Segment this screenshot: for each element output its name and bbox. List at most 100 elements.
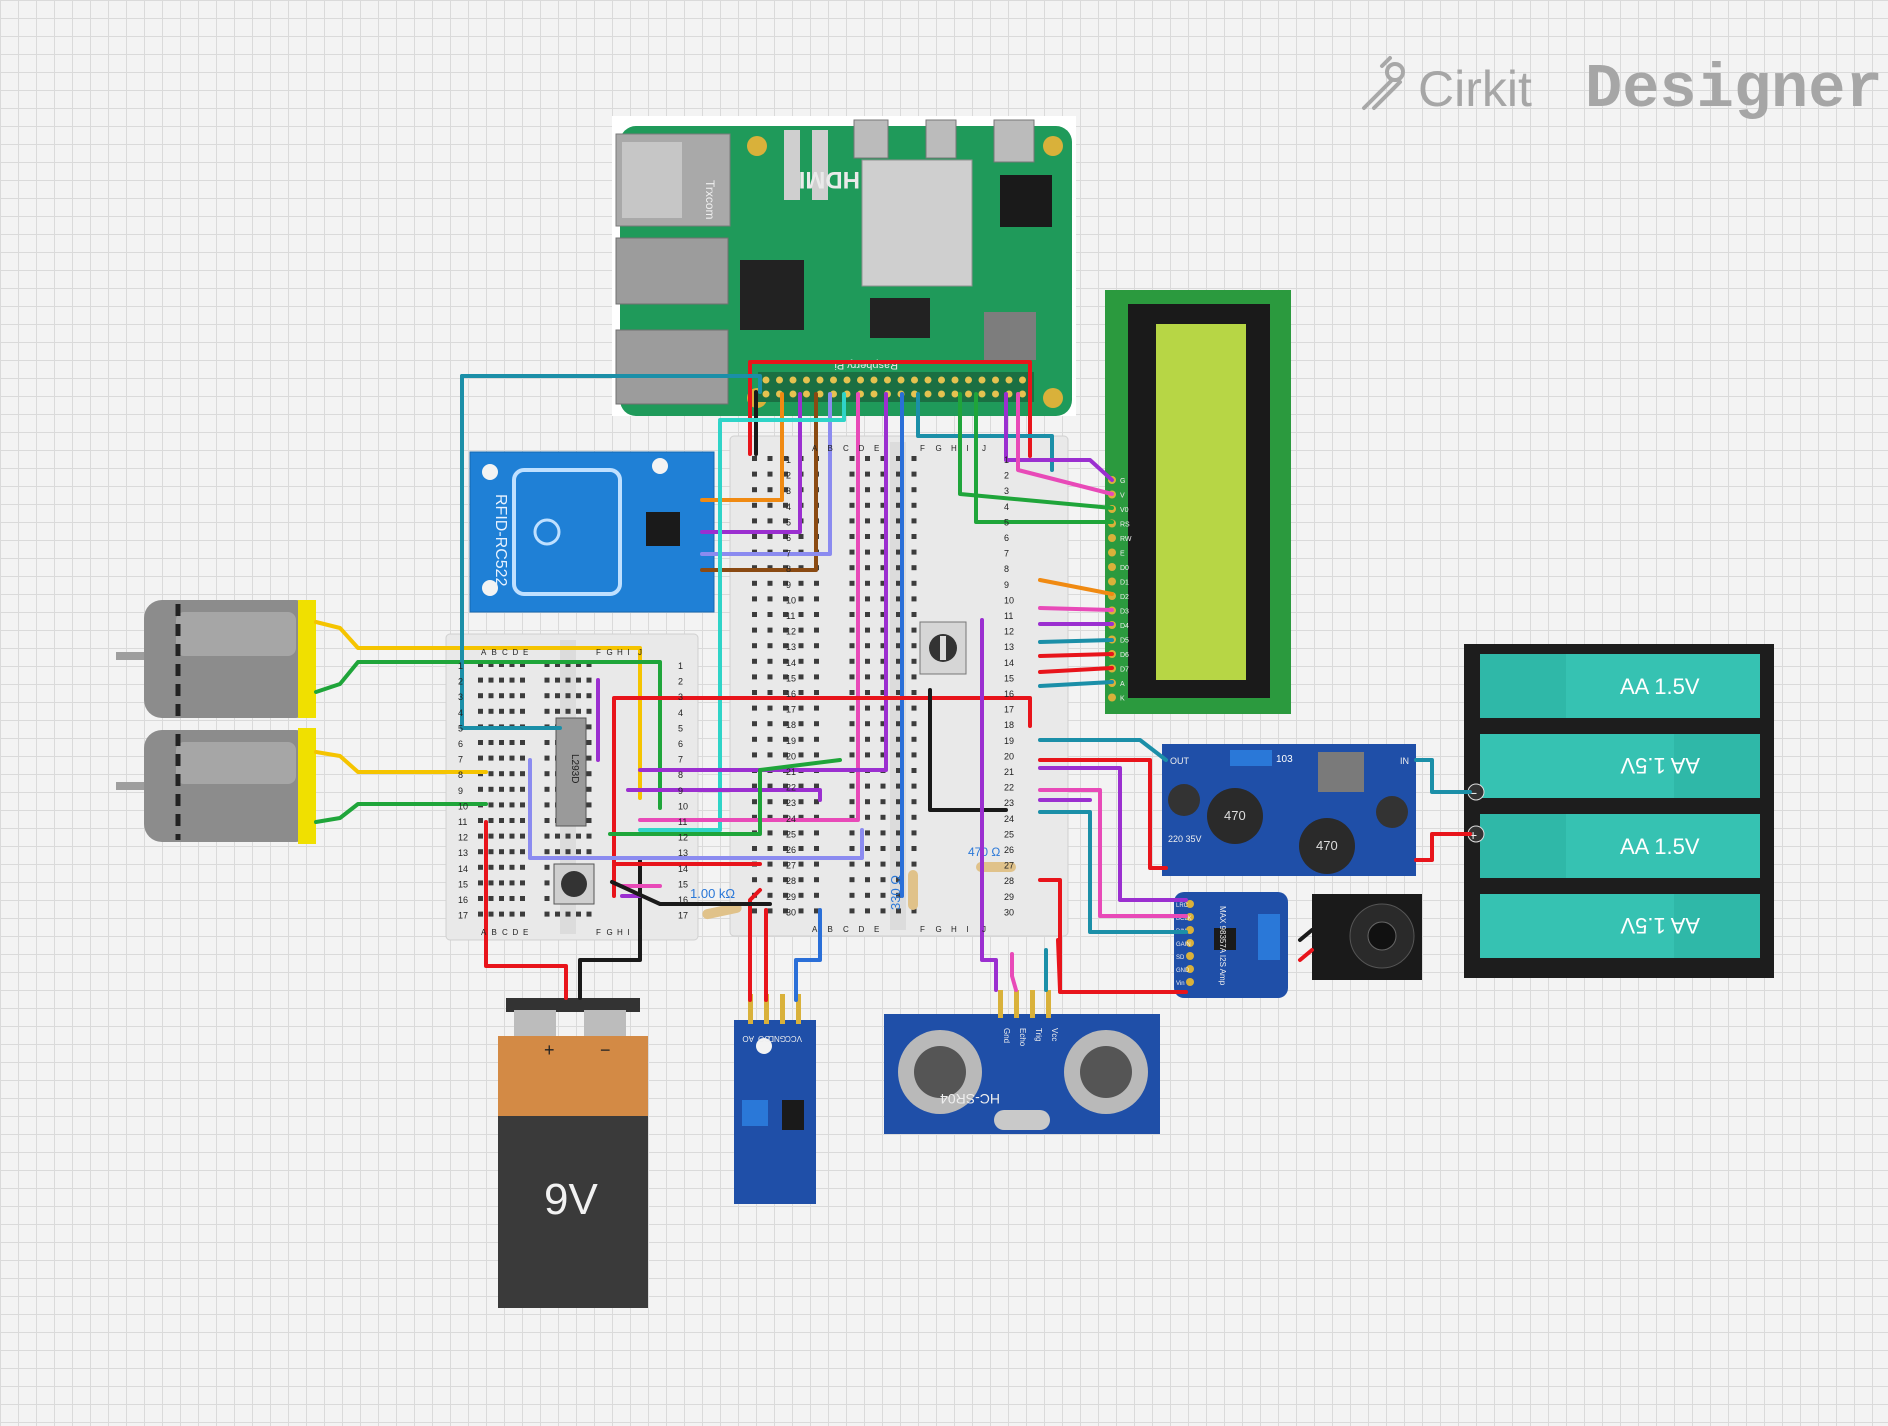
row-label: 20 bbox=[786, 751, 796, 761]
row-label: 7 bbox=[678, 755, 683, 765]
row-label: 12 bbox=[458, 833, 468, 843]
wire[interactable] bbox=[578, 858, 642, 1000]
aa-cell-label: AA 1.5V bbox=[1620, 913, 1700, 938]
wire[interactable] bbox=[1038, 878, 1188, 994]
col-label: H bbox=[617, 648, 623, 657]
potentiometer[interactable] bbox=[919, 621, 967, 675]
wire[interactable] bbox=[1004, 392, 1114, 482]
wires bbox=[314, 360, 1472, 1002]
wire[interactable] bbox=[718, 392, 846, 422]
wire[interactable] bbox=[794, 908, 822, 1002]
wire[interactable] bbox=[638, 392, 860, 822]
row-label: 23 bbox=[1004, 798, 1014, 808]
col-label: F bbox=[596, 928, 601, 937]
lcd-pin-label: D5 bbox=[1120, 638, 1129, 645]
wire[interactable] bbox=[638, 392, 888, 772]
row-label: 10 bbox=[678, 801, 688, 811]
resistor-330: 330 Ω bbox=[888, 870, 918, 910]
amp-pin bbox=[1186, 952, 1194, 960]
col-label: A bbox=[812, 925, 818, 934]
wire[interactable] bbox=[314, 802, 488, 824]
lcd-pin-label: K bbox=[1120, 696, 1125, 703]
wire[interactable] bbox=[484, 820, 568, 1000]
wire[interactable] bbox=[1414, 758, 1472, 794]
wire[interactable] bbox=[1038, 766, 1188, 902]
wire[interactable] bbox=[700, 392, 784, 502]
wire[interactable] bbox=[460, 374, 762, 394]
wire[interactable] bbox=[700, 392, 832, 556]
col-label: C bbox=[502, 648, 508, 657]
row-label: 25 bbox=[786, 829, 796, 839]
wire[interactable] bbox=[1038, 810, 1188, 934]
wire[interactable] bbox=[700, 392, 818, 572]
aa-minus-label: − bbox=[1469, 785, 1477, 801]
col-label: J bbox=[982, 925, 986, 934]
wire[interactable] bbox=[748, 888, 762, 1002]
wire[interactable] bbox=[1038, 638, 1114, 644]
col-label: F bbox=[596, 648, 601, 657]
i2s-amplifier: MAX 98357A I2S Amp LRCBCLKDINGAINSDGNDVi… bbox=[1174, 892, 1288, 998]
wire[interactable] bbox=[1038, 758, 1168, 870]
push-button[interactable] bbox=[553, 863, 595, 905]
wire[interactable] bbox=[1038, 652, 1114, 658]
wire[interactable] bbox=[980, 618, 998, 992]
wire[interactable] bbox=[1010, 952, 1018, 992]
wire[interactable] bbox=[916, 392, 1054, 472]
wire[interactable] bbox=[638, 420, 722, 832]
amp-pin-label: BCLK bbox=[1176, 916, 1192, 922]
wire[interactable] bbox=[1038, 578, 1114, 596]
wire[interactable] bbox=[700, 392, 802, 534]
col-label: J bbox=[982, 444, 986, 453]
wire[interactable] bbox=[610, 880, 772, 906]
wire[interactable] bbox=[1038, 680, 1114, 688]
row-label: 11 bbox=[458, 817, 467, 827]
wire[interactable] bbox=[626, 788, 822, 802]
row-label: 5 bbox=[458, 723, 463, 733]
col-label: E bbox=[874, 444, 879, 453]
ultrasonic-pin bbox=[998, 990, 1003, 1018]
col-label: D bbox=[513, 648, 519, 657]
wire[interactable] bbox=[314, 750, 488, 774]
row-label: 6 bbox=[1004, 533, 1009, 543]
wire[interactable] bbox=[748, 360, 1032, 456]
wire[interactable] bbox=[1038, 666, 1114, 674]
wire[interactable] bbox=[612, 696, 1032, 898]
wire[interactable] bbox=[1016, 392, 1114, 496]
col-label: B bbox=[828, 925, 833, 934]
wire[interactable] bbox=[460, 374, 562, 730]
row-label: 19 bbox=[1004, 736, 1014, 746]
wire[interactable] bbox=[608, 758, 842, 836]
lcd-pin-label: D7 bbox=[1120, 667, 1129, 674]
wire[interactable] bbox=[1414, 832, 1472, 862]
wire[interactable] bbox=[1298, 928, 1314, 942]
wire[interactable] bbox=[958, 392, 1114, 510]
sound-pin-label: DO bbox=[758, 1034, 770, 1043]
wire[interactable] bbox=[314, 660, 662, 810]
col-label: H bbox=[617, 928, 623, 937]
rfid-label: RFID-RC522 bbox=[492, 494, 509, 587]
col-label: D bbox=[513, 928, 519, 937]
wire[interactable] bbox=[974, 392, 1114, 524]
row-label: 3 bbox=[1004, 486, 1009, 496]
row-label: 26 bbox=[786, 845, 796, 855]
col-label: F bbox=[920, 925, 925, 934]
wire[interactable] bbox=[1298, 948, 1314, 962]
row-label: 3 bbox=[678, 692, 683, 702]
row-label: 3 bbox=[786, 486, 791, 496]
hdmi-label: HDMI bbox=[799, 166, 860, 193]
row-label: 4 bbox=[786, 502, 791, 512]
wire[interactable] bbox=[1038, 788, 1188, 918]
resistor-1k: 1.00 kΩ bbox=[690, 886, 742, 920]
wire[interactable] bbox=[1038, 738, 1168, 762]
wire[interactable] bbox=[1038, 606, 1114, 612]
row-label: 11 bbox=[786, 611, 795, 621]
col-label: G bbox=[607, 648, 613, 657]
wire[interactable] bbox=[528, 758, 864, 860]
row-label: 13 bbox=[1004, 642, 1014, 652]
col-label: E bbox=[523, 928, 528, 937]
row-label: 2 bbox=[458, 677, 463, 687]
row-label: 26 bbox=[1004, 845, 1014, 855]
